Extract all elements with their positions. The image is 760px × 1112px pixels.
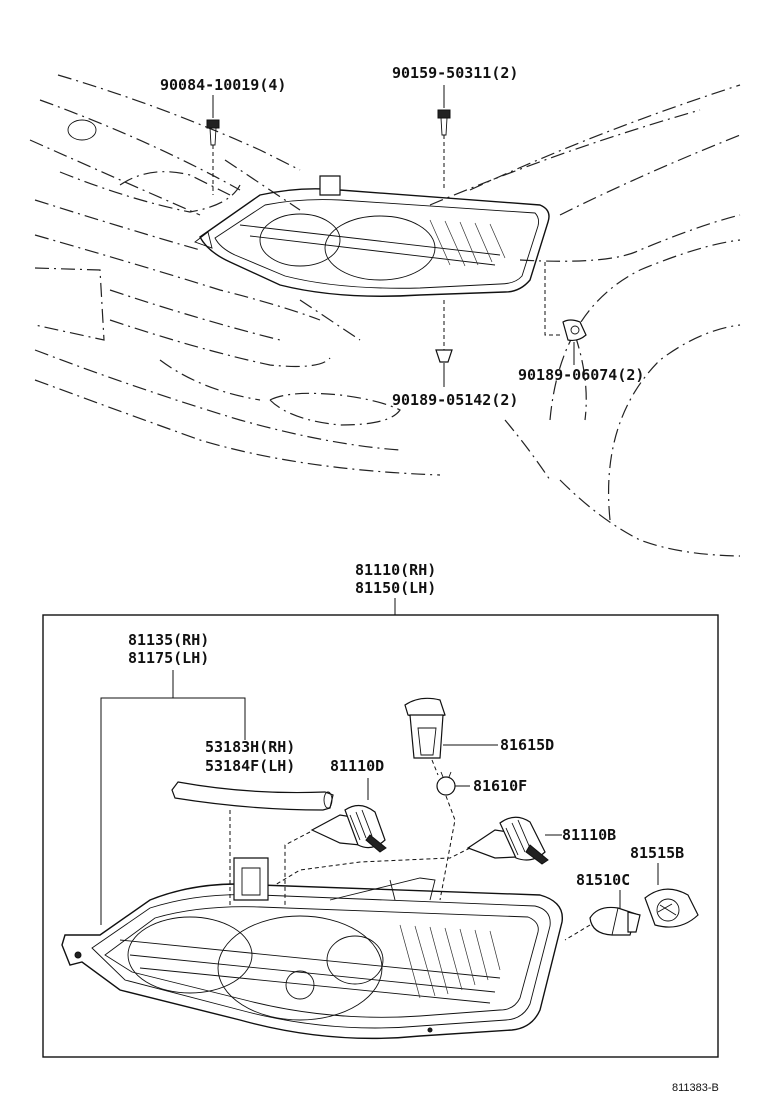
bulb-icon [310, 804, 387, 853]
clip-icon [435, 349, 453, 363]
headlamp-installed [67, 119, 550, 297]
bulb-icon [436, 771, 456, 796]
bolt-icon [206, 119, 220, 146]
part-number-label: 81110B [562, 826, 616, 844]
seal-strip [171, 781, 334, 811]
figure-code: 811383-B [672, 1082, 719, 1094]
bulb-icon [589, 906, 641, 936]
vehicle-body-outline [29, 74, 741, 557]
part-number-label: 81110(RH) [355, 561, 436, 579]
part-number-label: 90159-50311(2) [392, 64, 518, 82]
part-number-label: 53183H(RH) [205, 738, 295, 756]
part-number-label: 81615D [500, 736, 554, 754]
part-number-label: 90189-06074(2) [518, 366, 644, 384]
clip-icon [562, 319, 587, 342]
part-number-label: 81610F [473, 777, 527, 795]
part-number-label: 81175(LH) [128, 649, 209, 667]
bolt-icon [437, 109, 451, 136]
part-number-label: 53184F(LH) [205, 757, 295, 775]
bulb-icon [466, 816, 549, 865]
part-number-label: 81510C [576, 871, 630, 889]
socket-icon [404, 697, 446, 759]
assembly-frame [42, 614, 719, 1058]
part-number-label: 81150(LH) [355, 579, 436, 597]
part-number-label: 81135(RH) [128, 631, 209, 649]
part-number-label: 81515B [630, 844, 684, 862]
part-number-label: 81110D [330, 757, 384, 775]
part-number-label: 90189-05142(2) [392, 391, 518, 409]
socket-icon [644, 888, 699, 928]
part-number-label: 90084-10019(4) [160, 76, 286, 94]
headlamp-assembly [61, 857, 564, 1040]
